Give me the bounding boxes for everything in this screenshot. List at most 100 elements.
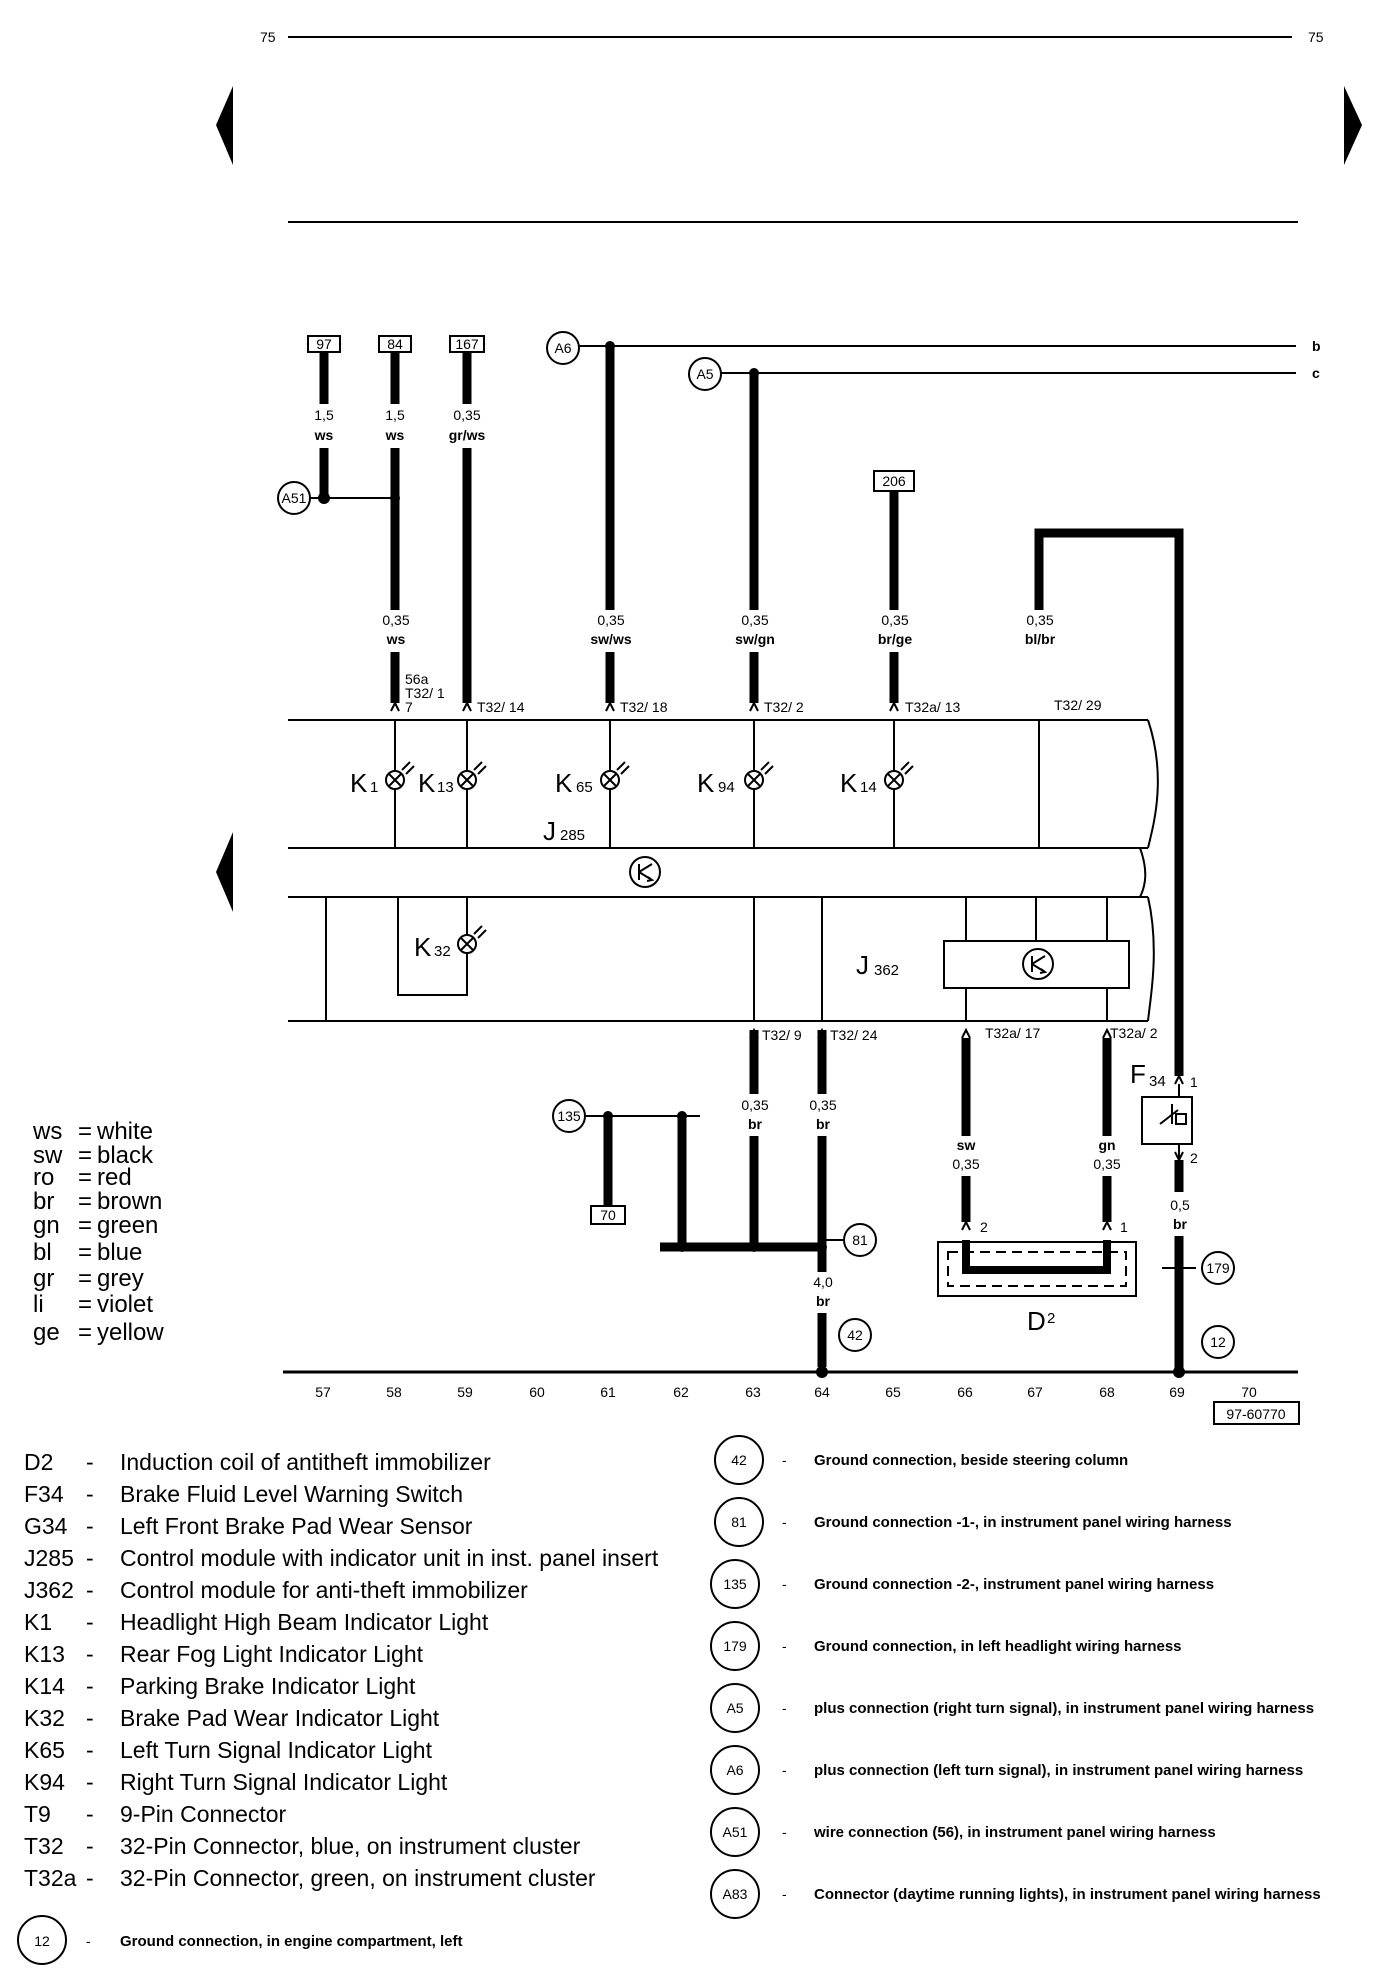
pin-arrow bbox=[390, 700, 400, 712]
color-code: ge bbox=[33, 1319, 60, 1346]
part-desc: 9-Pin Connector bbox=[120, 1801, 287, 1827]
legend-ground-desc: wire connection (56), in instrument pane… bbox=[813, 1824, 1216, 1841]
wire-label-size: 0,35 bbox=[453, 407, 480, 423]
wire-label-color: br bbox=[1173, 1216, 1188, 1232]
color-eq: = bbox=[78, 1291, 92, 1318]
wire-label-size: 0,35 bbox=[382, 612, 409, 628]
lamp-k13 bbox=[457, 761, 487, 790]
wire-label-size: 4,0 bbox=[813, 1274, 833, 1290]
pin-label: T32/ 18 bbox=[620, 699, 668, 715]
next-page-arrow[interactable] bbox=[1344, 86, 1362, 165]
part-desc: Parking Brake Indicator Light bbox=[120, 1673, 416, 1699]
legend-ground-circle bbox=[710, 1683, 760, 1733]
pin-label: T32/ 24 bbox=[830, 1027, 878, 1043]
j362-module bbox=[943, 940, 1130, 989]
ground-179 bbox=[1201, 1251, 1235, 1285]
color-code: ro bbox=[33, 1164, 54, 1191]
legend-ground-dash: - bbox=[782, 1762, 787, 1778]
color-eq: = bbox=[78, 1239, 92, 1266]
part-desc: Headlight High Beam Indicator Light bbox=[120, 1609, 489, 1635]
d2-coil-winding bbox=[962, 1240, 1111, 1274]
legend-ground-code: A5 bbox=[726, 1700, 743, 1716]
ground-legend: 42 - Ground connection, beside steering … bbox=[710, 1435, 1321, 1919]
legend-ground-desc: plus connection (right turn signal), in … bbox=[814, 1700, 1314, 1717]
wire-label-color: ws bbox=[314, 427, 334, 443]
lamp-k32 bbox=[457, 925, 487, 954]
color-eq: = bbox=[78, 1164, 92, 1191]
legend-ground-dash: - bbox=[782, 1514, 787, 1530]
k14-label: K bbox=[840, 768, 858, 798]
k65-sub: 65 bbox=[576, 779, 593, 796]
color-name: white bbox=[96, 1118, 153, 1145]
prev-page-arrow[interactable] bbox=[216, 86, 233, 165]
wire-label-size: 0,35 bbox=[809, 1097, 836, 1113]
part-code: K32 bbox=[24, 1705, 65, 1731]
pin-label: 1 bbox=[1120, 1219, 1128, 1235]
wire-67-to-69 bbox=[1034, 528, 1184, 1076]
legend-ground-circle bbox=[714, 1435, 764, 1485]
connector-box-84-label: 84 bbox=[387, 336, 403, 352]
part-code: K13 bbox=[24, 1641, 65, 1667]
k1-label: K bbox=[350, 768, 368, 798]
cluster-right-edge bbox=[1147, 719, 1159, 1022]
k65-label: K bbox=[555, 768, 573, 798]
ground-135-label: 135 bbox=[557, 1108, 581, 1124]
pin-label: 56a bbox=[405, 671, 429, 687]
k32-sub: 32 bbox=[434, 943, 451, 960]
part-desc: Control module for anti-theft immobilize… bbox=[120, 1577, 528, 1603]
j285-label: J bbox=[543, 816, 556, 846]
legend-ground-12-code: 12 bbox=[34, 1933, 50, 1949]
part-code: F34 bbox=[24, 1481, 64, 1507]
wire-label-size: 0,35 bbox=[741, 612, 768, 628]
legend-ground-circle bbox=[710, 1869, 760, 1919]
part-code: K94 bbox=[24, 1769, 65, 1795]
wire-label-color: br/ge bbox=[878, 631, 912, 647]
part-code: T32 bbox=[24, 1833, 64, 1859]
axis-tick: 64 bbox=[814, 1384, 830, 1400]
wire-label-size: 0,35 bbox=[881, 612, 908, 628]
connector-box-70-label: 70 bbox=[600, 1207, 616, 1223]
part-dash: - bbox=[86, 1801, 94, 1827]
figure-id-box bbox=[1213, 1401, 1300, 1425]
axis-tick: 61 bbox=[600, 1384, 616, 1400]
pin-label: T32/ 14 bbox=[477, 699, 525, 715]
lamp-k14 bbox=[884, 761, 914, 790]
legend-ground-desc: Ground connection -2-, instrument panel … bbox=[814, 1576, 1214, 1593]
lamp-k1 bbox=[385, 761, 415, 790]
k32-label: K bbox=[414, 932, 432, 962]
parts-legend: D2 - Induction coil of antitheft immobil… bbox=[24, 1449, 659, 1891]
legend-ground-code: A83 bbox=[723, 1886, 748, 1902]
part-desc: Right Turn Signal Indicator Light bbox=[120, 1769, 448, 1795]
f34-symbol bbox=[1159, 1104, 1187, 1125]
k94-label: K bbox=[697, 768, 715, 798]
part-desc: Induction coil of antitheft immobilizer bbox=[120, 1449, 491, 1475]
color-name: yellow bbox=[97, 1319, 164, 1346]
wire-label-size: 0,35 bbox=[597, 612, 624, 628]
part-dash: - bbox=[86, 1513, 94, 1539]
legend-ground-desc: Ground connection, beside steering colum… bbox=[814, 1452, 1128, 1469]
junction-81b bbox=[749, 1242, 759, 1252]
pin-label: T32a/ 17 bbox=[985, 1025, 1040, 1041]
k94-sub: 94 bbox=[718, 779, 735, 796]
legend-ground-circle bbox=[710, 1621, 760, 1671]
f34-label: F bbox=[1130, 1059, 1146, 1089]
axis-tick: 57 bbox=[315, 1384, 331, 1400]
color-legend: ws = white sw = black ro = red br = brow… bbox=[32, 1118, 164, 1346]
part-desc: 32-Pin Connector, green, on instrument c… bbox=[120, 1865, 596, 1891]
pin-label: T32/ 2 bbox=[764, 699, 804, 715]
part-desc: Control module with indicator unit in in… bbox=[120, 1545, 659, 1571]
part-dash: - bbox=[86, 1609, 94, 1635]
axis-tick: 65 bbox=[885, 1384, 901, 1400]
axis-tick: 63 bbox=[745, 1384, 761, 1400]
axis-tick: 67 bbox=[1027, 1384, 1043, 1400]
junction-58 bbox=[390, 493, 400, 503]
legend-ground-circle bbox=[714, 1497, 764, 1547]
pin-arrow bbox=[749, 700, 759, 712]
continue-arrow[interactable] bbox=[216, 832, 233, 912]
part-code: K1 bbox=[24, 1609, 52, 1635]
axis-tick: 62 bbox=[673, 1384, 689, 1400]
legend-ground-dash: - bbox=[782, 1700, 787, 1716]
pin-label: T32/ 1 bbox=[405, 685, 445, 701]
